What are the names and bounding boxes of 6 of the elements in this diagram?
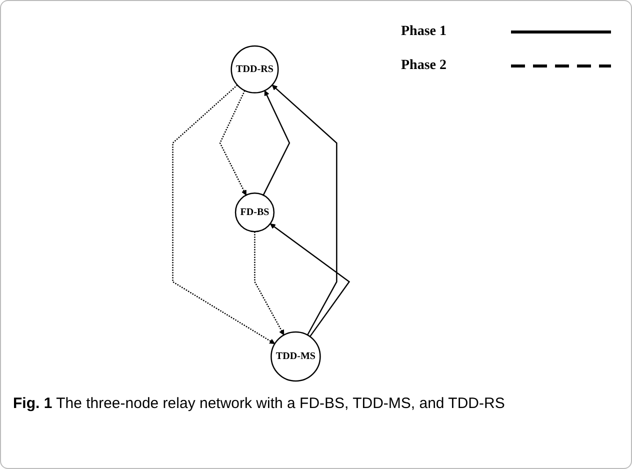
circle-node: TDD-RS [230,45,279,94]
circle-node: FD-BS [234,192,275,232]
circle-node: TDD-MS [270,331,321,382]
legend-label: Phase 1 [401,24,448,40]
legend-label: Phase 2 [401,58,448,74]
figure-caption: Fig. 1 The three-node relay network with a FD-BS, TDD-MS, and TDD-RS [13,394,506,414]
